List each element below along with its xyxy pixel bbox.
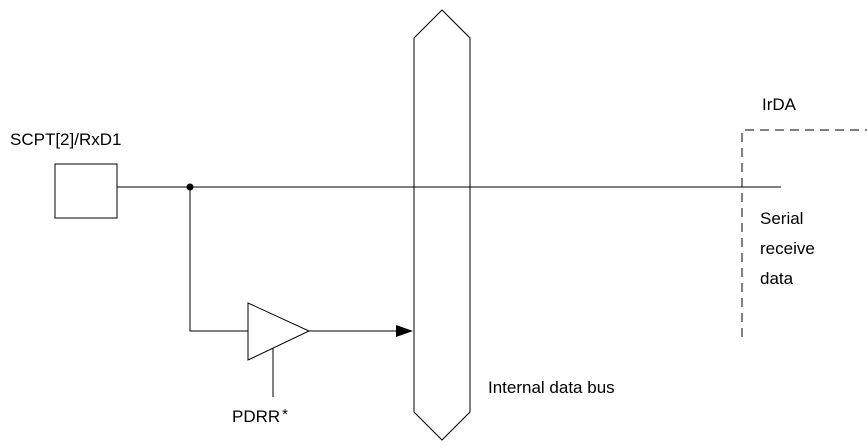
pdrr-label: PDRR* bbox=[232, 406, 288, 426]
irda-boundary bbox=[741, 129, 867, 337]
pin-label: SCPT[2]/RxD1 bbox=[10, 130, 121, 149]
serial-label-line-3: data bbox=[760, 269, 794, 288]
irda-label: IrDA bbox=[762, 95, 797, 114]
pin-box bbox=[54, 163, 118, 219]
input-buffer bbox=[247, 302, 311, 361]
internal-data-bus bbox=[413, 9, 471, 441]
branch-line bbox=[189, 187, 248, 332]
bus-label: Internal data bus bbox=[488, 378, 615, 397]
arrow-head bbox=[396, 325, 413, 337]
serial-label-line-1: Serial bbox=[760, 209, 803, 228]
serial-label-line-2: receive bbox=[760, 239, 815, 258]
